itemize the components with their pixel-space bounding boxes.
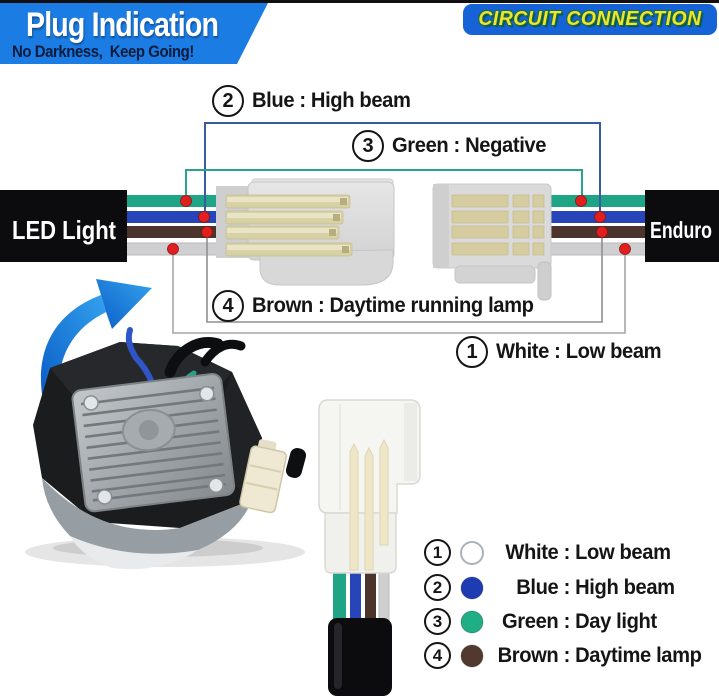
leader-box-brown — [206, 233, 603, 323]
green-wire-dot-icon — [460, 610, 484, 633]
callout-number: 4 — [212, 290, 244, 322]
callout-text: White : Low beam — [496, 340, 662, 363]
plug-connector-graphic — [318, 399, 421, 696]
right-cable-label: Enduro — [650, 217, 712, 243]
led-light-photo — [25, 327, 307, 570]
connection-markers — [167, 195, 631, 255]
circuit-connection-badge: CIRCUIT CONNECTION — [463, 4, 717, 35]
page-subtitle: No Darkness, Keep Going! — [12, 42, 194, 61]
led-light-cable — [0, 190, 127, 262]
banner-shape — [0, 3, 268, 64]
photo-connector — [239, 439, 287, 514]
legend-number: 3 — [424, 608, 451, 635]
callout-text: Green : Negative — [392, 134, 547, 157]
male-pins — [225, 194, 353, 257]
female-connector — [432, 183, 552, 301]
male-connector — [216, 178, 395, 286]
white-wire-dot-icon — [460, 540, 484, 565]
female-pin-slots — [451, 194, 545, 256]
legend-number: 4 — [424, 642, 451, 669]
legend-item-white: 1 White : Low beam — [424, 539, 678, 566]
plug-pins — [349, 438, 389, 571]
callout-text: Blue : High beam — [252, 89, 411, 112]
callout-blue-high-beam: 2 Blue : High beam — [212, 85, 417, 117]
top-border — [0, 0, 719, 3]
legend-item-green: 3 Green : Day light — [424, 608, 664, 635]
brown-wire-dot-icon — [460, 644, 484, 667]
heatsink-screws — [83, 385, 224, 505]
callout-number: 3 — [352, 130, 384, 162]
leader-box-green — [185, 169, 583, 200]
legend-label: Blue : High beam — [516, 575, 675, 599]
legend-label: Green : Day light — [502, 609, 657, 633]
left-cable-label: LED Light — [12, 215, 116, 245]
callout-green-negative: 3 Green : Negative — [352, 130, 553, 162]
callout-brown-daytime: 4 Brown : Daytime running lamp — [212, 290, 545, 322]
badge-label: CIRCUIT CONNECTION — [478, 8, 702, 30]
leader-box-white — [172, 250, 626, 334]
wiring-diagram-graphic: LED Light Enduro — [0, 122, 719, 334]
legend-label: Brown : Daytime lamp — [497, 643, 702, 667]
enduro-cable — [645, 190, 719, 262]
callout-white-low-beam: 1 White : Low beam — [456, 336, 668, 368]
callout-number: 1 — [456, 336, 488, 368]
badge-shape — [463, 4, 717, 35]
heatsink — [71, 372, 236, 513]
page-title: Plug Indication — [26, 6, 219, 44]
legend-label: White : Low beam — [505, 540, 671, 564]
legend-item-brown: 4 Brown : Daytime lamp — [424, 642, 710, 669]
legend-number: 2 — [424, 574, 451, 601]
legend-number: 1 — [424, 539, 451, 566]
callout-number: 2 — [212, 85, 244, 117]
callout-text: Brown : Daytime running lamp — [252, 294, 534, 317]
blue-wire-dot-icon — [460, 576, 484, 599]
legend-item-blue: 2 Blue : High beam — [424, 574, 682, 601]
